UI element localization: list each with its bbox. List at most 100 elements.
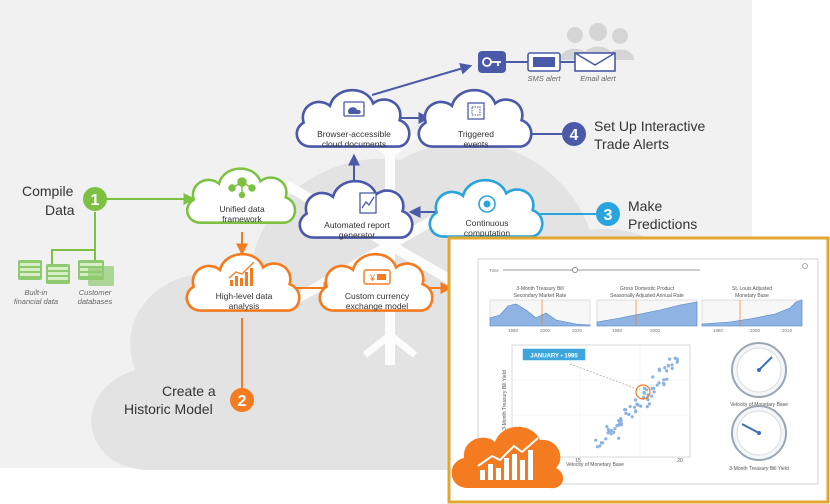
node-currency-label-2: exchange model	[346, 301, 408, 311]
mini-chart-2-tick-2: 2000	[650, 328, 661, 333]
scatter-point	[601, 441, 605, 445]
step3-text-1: Make	[628, 198, 662, 214]
connector-sources-to-step1	[51, 212, 96, 266]
step3-number: 3	[604, 207, 613, 224]
scatter-point	[633, 405, 637, 409]
scatter-callout-box	[521, 347, 587, 362]
step1-text-2: Data	[45, 202, 75, 218]
node-triggered-label-1: Triggered	[458, 129, 494, 139]
mini-chart-2-title-2: Seasonally Adjusted Annual Rate	[610, 293, 684, 299]
time-slider-label: Time	[489, 268, 499, 273]
scatter-ylabel: 3-Month Treasury Bill Yield	[502, 370, 508, 430]
currency-icon: ¥	[363, 269, 391, 285]
mini-chart-1-tick-3: 2020	[572, 328, 583, 333]
step3-text-2: Predictions	[628, 216, 697, 232]
mini-chart-2: Gross Domestic Product Seasonally Adjust…	[596, 286, 698, 333]
step2-text-2: Historic Model	[124, 401, 213, 417]
scatter-point	[641, 395, 646, 399]
customer-label-1: Customer	[79, 288, 112, 297]
step2-badge	[230, 388, 254, 412]
inset-close-icon[interactable]	[802, 263, 808, 269]
scatter-point	[652, 390, 656, 394]
mini-chart-3-tick-2: 2000	[750, 328, 761, 333]
mini-chart-3-title-1: St. Louis Adjusted	[732, 286, 772, 292]
scatter-point	[616, 423, 620, 428]
step3-badge	[596, 202, 620, 226]
scatter-point	[634, 409, 638, 413]
node-continuous-label-1: Continuous	[465, 218, 508, 228]
scatter-point	[665, 377, 669, 381]
email-alert-label: Email alert	[580, 74, 616, 83]
node-report-label-1: Automated report	[324, 220, 390, 230]
scatter-point	[612, 430, 616, 434]
mini-chart-3-tick-3: 2010	[782, 328, 793, 333]
scatter-point	[663, 366, 667, 370]
sms-alert-label: SMS alert	[528, 74, 562, 83]
step4-text-2: Trade Alerts	[594, 136, 669, 152]
scatter-point	[642, 386, 647, 390]
builtin-label-2: financial data	[14, 297, 58, 306]
scatter-point	[604, 437, 608, 441]
scatter-point	[624, 411, 628, 415]
node-unified-label-1: Unified data	[219, 204, 265, 214]
scatter-point	[673, 356, 677, 360]
scatter-point	[617, 436, 621, 440]
cloud-analytics-logo-icon	[451, 426, 564, 489]
node-continuous-label-2: computation	[464, 228, 511, 238]
node-currency-label-1: Custom currency	[345, 291, 410, 301]
step4-text-1: Set Up Interactive	[594, 118, 705, 134]
report-icon	[359, 192, 377, 214]
browser-doc-icon	[343, 101, 365, 117]
scatter-point	[639, 404, 643, 408]
customer-label-2: databases	[78, 297, 113, 306]
node-browser-label-1: Browser-accessible	[317, 129, 391, 139]
scatter-point	[647, 402, 652, 406]
mini-chart-2-tick-1: 1980	[612, 328, 623, 333]
scatter-xlabel: Velocity of Monetary Base	[566, 462, 624, 468]
scatter-point	[606, 428, 611, 432]
scatter-point	[670, 363, 674, 367]
scatter-point	[605, 425, 609, 429]
time-slider-handle[interactable]	[572, 267, 578, 273]
scatter-point	[662, 378, 666, 382]
node-highlevel-label-1: High-level data	[216, 291, 273, 301]
scatter-point	[675, 359, 680, 363]
node-browser-label-2: cloud documents	[322, 139, 386, 149]
network-icon	[228, 177, 256, 199]
scatter-point	[634, 398, 638, 402]
scatter-point	[668, 357, 672, 361]
scatter-point	[636, 403, 640, 407]
mini-chart-2-title-1: Gross Domestic Product	[620, 286, 675, 292]
mini-chart-1-title-1: 3-Month Treasury Bill	[516, 286, 563, 292]
scatter-point	[645, 405, 649, 409]
mini-chart-3-title-2: Monetary Base	[735, 293, 769, 299]
scatter-point	[642, 390, 646, 395]
step2-number: 2	[238, 393, 247, 410]
scatter-point	[598, 444, 602, 448]
node-unified-label-2: framework	[222, 214, 262, 224]
gauge-treasury-label: 3-Month Treasury Bill Yield	[729, 466, 789, 472]
triggered-icon	[467, 102, 485, 120]
node-report-label-2: generator	[339, 230, 376, 240]
mini-chart-1-title-2: Secondary Market Rate	[514, 293, 567, 299]
scatter-point	[627, 412, 631, 417]
scatter-point	[665, 369, 669, 373]
scatter-point	[655, 383, 659, 387]
mini-chart-1-tick-2: 2000	[540, 328, 551, 333]
scatter-point	[657, 381, 661, 385]
scatter-point	[650, 386, 654, 390]
mini-chart-3-tick-1: 1980	[713, 328, 724, 333]
scatter-point	[666, 364, 670, 368]
scatter-point	[594, 438, 598, 442]
scatter-xtick-2: 20	[677, 458, 683, 464]
step2-text-1: Create a	[162, 383, 216, 399]
sms-phone-icon	[527, 52, 561, 72]
arrow-browser-to-key	[371, 62, 473, 96]
scatter-point	[657, 367, 661, 371]
scatter-plot: JANUARY • 1995 Velocity of Monetary Base…	[502, 344, 691, 468]
step1-text-1: Compile	[22, 183, 74, 199]
scatter-point	[651, 375, 655, 379]
key-icon	[478, 51, 506, 73]
scatter-point	[610, 428, 614, 433]
